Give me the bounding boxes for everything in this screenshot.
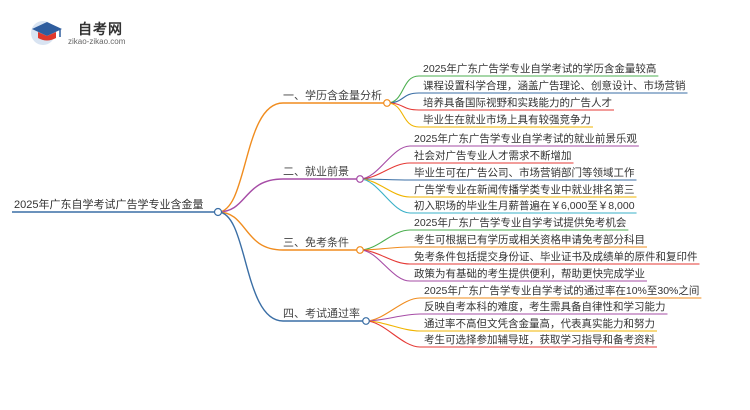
leaf-b2-3: 毕业生可在广告公司、市场营销部门等领域工作 — [414, 167, 635, 179]
leaf-b1-4-connector — [386, 102, 420, 128]
leaf-b3-4: 政策为有基础的考生提供便利，帮助更快完成学业 — [414, 268, 645, 280]
leaf-b1-3: 培养具备国际视野和实践能力的广告人才 — [423, 97, 612, 109]
leaf-b1-2-connector — [386, 92, 420, 104]
leaf-b4-4: 考生可选择参加辅导班，获取学习指导和备考资料 — [424, 334, 655, 346]
leaf-b2-2: 社会对广告专业人才需求不断增加 — [414, 150, 572, 162]
leaf-b2-5: 初入职场的毕业生月薪普遍在￥6,000至￥8,000 — [414, 200, 635, 212]
branch-1-node-dot — [383, 99, 391, 107]
leaf-b3-1: 2025年广东广告学专业自学考试提供免考机会 — [414, 217, 627, 229]
branch-label-exemption: 三、免考条件 — [283, 237, 349, 249]
branch-3-connector — [217, 211, 284, 251]
leaf-b1-2: 课程设置科学合理，涵盖广告理论、创意设计、市场营销 — [423, 80, 686, 92]
logo: 自考网 zikao-zikao.com — [28, 14, 178, 54]
leaf-b3-4-connector — [359, 249, 411, 282]
leaf-b2-4-connector — [359, 178, 411, 198]
leaf-b4-2: 反映自考本科的难度，考生需具备自律性和学习能力 — [424, 301, 666, 313]
root-node-dot — [213, 207, 223, 217]
branch-2-connector — [217, 178, 284, 213]
branch-4-connector — [217, 211, 284, 322]
branch-label-education-value: 一、学历含金量分析 — [283, 90, 382, 102]
leaf-b2-5-connector — [359, 178, 411, 214]
leaf-b1-4: 毕业生在就业市场上具有较强竞争力 — [423, 114, 591, 126]
leaf-b4-3: 通过率不高但文凭含金量高，代表真实能力和努力 — [424, 318, 655, 330]
leaf-b4-4-connector — [365, 320, 421, 348]
leaf-b2-1-connector — [359, 145, 411, 180]
logo-url: zikao-zikao.com — [68, 37, 126, 46]
branch-3-node-dot — [356, 246, 364, 254]
leaf-b2-1: 2025年广东广告学专业自学考试的就业前景乐观 — [414, 133, 637, 145]
leaf-b1-1-connector — [386, 75, 420, 104]
root-topic: 2025年广东自学考试广告学专业含金量 — [14, 199, 204, 211]
leaf-b4-1: 2025年广东广告学专业自学考试的通过率在10%至30%之间 — [424, 285, 700, 297]
branch-label-employment: 二、就业前景 — [283, 166, 349, 178]
leaf-b3-2: 考生可根据已有学历或相关资格申请免考部分科目 — [414, 234, 645, 246]
graduation-cap-icon — [31, 21, 62, 45]
leaf-b1-1: 2025年广东广告学专业自学考试的学历含金量较高 — [423, 63, 657, 75]
branch-1-connector — [217, 102, 284, 213]
branch-label-pass-rate: 四、考试通过率 — [283, 308, 360, 320]
branch-4-node-dot — [362, 317, 370, 325]
leaf-b3-3: 免考条件包括提交身份证、毕业证书及成绩单的原件和复印件 — [414, 251, 698, 263]
branch-2-node-dot — [356, 175, 364, 183]
logo-title: 自考网 — [78, 21, 123, 37]
leaf-b2-4: 广告学专业在新闻传播学类专业中就业排名第三 — [414, 184, 635, 196]
leaf-b4-2-connector — [365, 313, 421, 322]
